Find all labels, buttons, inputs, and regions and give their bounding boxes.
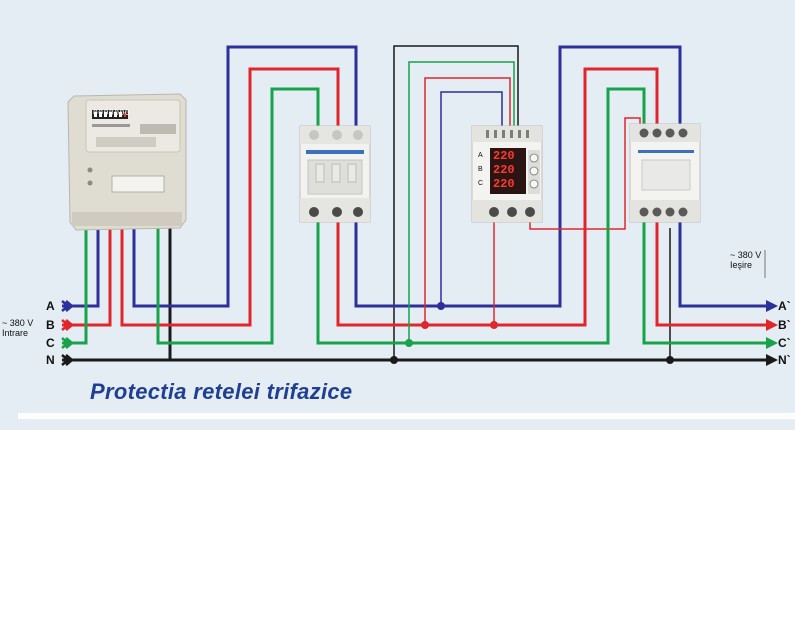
wire-a-breaker-out (354, 45, 682, 308)
input-arrow-c (61, 337, 74, 349)
output-voltage-label: ~ 380 V (730, 250, 762, 260)
wire-b-relay (424, 77, 511, 325)
input-phase-n: N (46, 353, 55, 367)
input-phase-a: A (46, 299, 55, 313)
output-direction-label: Ieşire (730, 260, 753, 270)
wire-c-out (642, 222, 770, 345)
relay-phase-label-b: B (478, 166, 483, 173)
wire-a-in (62, 228, 100, 308)
output-phase-c: C` (778, 336, 791, 350)
output-arrow-a (766, 300, 778, 312)
output-phase-a: A` (778, 299, 791, 313)
input-voltage-label: ~ 380 V (2, 318, 34, 328)
wire-a-out (678, 222, 770, 308)
voltage-relay (471, 125, 543, 223)
wire-c-meter-out (156, 87, 320, 345)
input-phase-c: C (46, 336, 55, 350)
junction-a (437, 302, 445, 310)
junction-n-out (666, 356, 674, 364)
output-arrow-b (766, 319, 778, 331)
wire-b-meter-out (120, 67, 340, 327)
energy-meter (67, 93, 187, 231)
wire-c-in (62, 228, 88, 345)
bottom-stripe (18, 413, 795, 419)
input-direction-label: Intrare (2, 328, 29, 338)
junction-b (421, 321, 429, 329)
wire-relay-coil (529, 117, 641, 230)
input-terminals (61, 300, 74, 366)
wires (62, 45, 770, 362)
relay-phase-label-a: A (478, 152, 483, 159)
input-arrow-b (61, 319, 74, 331)
junction-n (390, 356, 398, 364)
relay-reading-c: 220 (493, 177, 515, 191)
contactor (629, 123, 701, 223)
wire-b-in (62, 228, 112, 327)
meter-reading: 0000000 (93, 109, 131, 118)
wire-a-relay (440, 91, 503, 306)
relay-phase-label-c: C (478, 180, 484, 187)
relay-reading-a: 220 (493, 149, 515, 163)
circuit-breaker (299, 125, 371, 223)
output-arrow-c (766, 337, 778, 349)
diagram-canvas (18, 45, 795, 419)
diagram-title: Protectia retelei trifazice (90, 379, 353, 404)
blank-area (0, 430, 795, 618)
output-phase-n: N` (778, 353, 791, 367)
junction-c (405, 339, 413, 347)
relay-reading-b: 220 (493, 163, 515, 177)
wiring-diagram: A B C 220 220 220 0000000 ~ 380 V Intrar… (0, 0, 795, 430)
input-arrow-a (61, 300, 74, 312)
junction-b-control (490, 321, 498, 329)
wire-b-out (655, 222, 770, 327)
wire-n-relay (393, 45, 519, 360)
output-terminals (766, 300, 778, 366)
wire-c-relay (408, 61, 515, 343)
meter-digits (94, 112, 126, 117)
wire-a-meter-out (132, 45, 358, 308)
output-arrow-n (766, 354, 778, 366)
wire-c-breaker-out (316, 87, 646, 345)
output-phase-b: B` (778, 318, 791, 332)
input-arrow-n (61, 354, 74, 366)
wire-b-breaker-out (336, 67, 659, 327)
input-phase-b: B (46, 318, 55, 332)
junctions (390, 302, 674, 364)
